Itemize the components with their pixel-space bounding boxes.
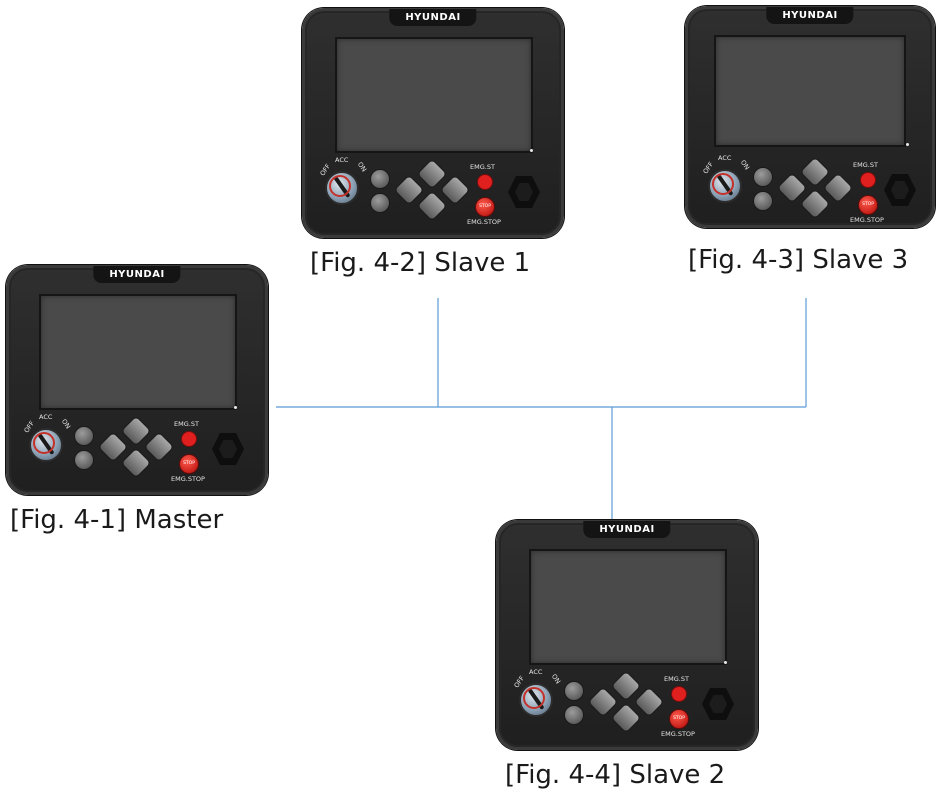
nav-down-button[interactable] bbox=[799, 188, 831, 220]
emg-stop-button[interactable]: STOP bbox=[179, 454, 199, 474]
emg-st-label: EMG.ST bbox=[853, 161, 878, 169]
emg-st-indicator bbox=[671, 686, 687, 702]
emg-stop-button-text: STOP bbox=[479, 204, 491, 209]
key-switch-ring bbox=[329, 175, 351, 197]
emg-stop-label: EMG.STOP bbox=[171, 475, 205, 483]
key-acc-label: ACC bbox=[718, 154, 732, 162]
emg-st-indicator bbox=[181, 431, 197, 447]
function-button-lower[interactable] bbox=[753, 191, 773, 211]
nav-right-button[interactable] bbox=[633, 686, 665, 718]
brand-label: HYUNDAI bbox=[583, 521, 671, 538]
key-switch-ring bbox=[712, 173, 734, 195]
slave3-controller-panel: HYUNDAI OFF ACC ON EMG.ST STOP EMG.STOP bbox=[685, 6, 935, 228]
function-button-upper[interactable] bbox=[370, 169, 390, 189]
master-caption: [Fig. 4-1] Master bbox=[10, 505, 224, 535]
slave2-caption: [Fig. 4-4] Slave 2 bbox=[505, 760, 726, 790]
status-led bbox=[906, 143, 909, 146]
function-button-lower[interactable] bbox=[74, 450, 94, 470]
brand-label: HYUNDAI bbox=[93, 266, 181, 283]
key-acc-label: ACC bbox=[335, 156, 349, 164]
status-led bbox=[234, 406, 237, 409]
connector-port bbox=[508, 176, 540, 208]
emg-stop-button[interactable]: STOP bbox=[475, 197, 495, 217]
nav-right-button[interactable] bbox=[822, 172, 854, 204]
emg-stop-button[interactable]: STOP bbox=[669, 709, 689, 729]
key-on-label: ON bbox=[549, 672, 563, 686]
function-button-upper[interactable] bbox=[564, 681, 584, 701]
key-on-label: ON bbox=[355, 160, 369, 174]
emg-stop-label: EMG.STOP bbox=[850, 216, 884, 224]
emg-st-label: EMG.ST bbox=[470, 163, 495, 171]
display-screen bbox=[335, 37, 533, 153]
key-acc-label: ACC bbox=[529, 668, 543, 676]
key-on-label: ON bbox=[738, 158, 752, 172]
status-led bbox=[724, 661, 727, 664]
slave1-controller-panel: HYUNDAI OFF ACC ON EMG.ST STOP EMG.STOP bbox=[302, 8, 564, 238]
function-button-lower[interactable] bbox=[370, 193, 390, 213]
display-screen bbox=[714, 35, 906, 147]
nav-down-button[interactable] bbox=[416, 190, 448, 222]
brand-label: HYUNDAI bbox=[766, 7, 854, 24]
nav-down-button[interactable] bbox=[120, 447, 152, 479]
status-led bbox=[530, 149, 533, 152]
key-switch-ring bbox=[33, 432, 55, 454]
emg-stop-label: EMG.STOP bbox=[661, 730, 695, 738]
function-button-upper[interactable] bbox=[74, 426, 94, 446]
emg-st-indicator bbox=[477, 174, 493, 190]
slave1-caption: [Fig. 4-2] Slave 1 bbox=[310, 248, 531, 278]
emg-stop-label: EMG.STOP bbox=[467, 218, 501, 226]
key-acc-label: ACC bbox=[39, 413, 53, 421]
key-on-label: ON bbox=[59, 417, 73, 431]
display-screen bbox=[39, 294, 237, 410]
connector-port bbox=[702, 688, 734, 720]
slave3-caption: [Fig. 4-3] Slave 3 bbox=[688, 245, 909, 275]
function-button-lower[interactable] bbox=[564, 705, 584, 725]
function-button-upper[interactable] bbox=[753, 167, 773, 187]
key-switch-ring bbox=[523, 687, 545, 709]
connector-port bbox=[884, 174, 916, 206]
emg-st-indicator bbox=[860, 172, 876, 188]
emg-stop-button-text: STOP bbox=[673, 716, 685, 721]
brand-label: HYUNDAI bbox=[389, 9, 477, 26]
emg-st-label: EMG.ST bbox=[664, 675, 689, 683]
emg-stop-button-text: STOP bbox=[862, 202, 874, 207]
emg-stop-button-text: STOP bbox=[183, 461, 195, 466]
slave2-controller-panel: HYUNDAI OFF ACC ON EMG.ST STOP EMG.STOP bbox=[496, 520, 758, 750]
nav-right-button[interactable] bbox=[143, 431, 175, 463]
emg-stop-button[interactable]: STOP bbox=[858, 195, 878, 215]
nav-right-button[interactable] bbox=[439, 174, 471, 206]
master-controller-panel: HYUNDAI OFF ACC ON EMG.ST STOP EMG.STOP bbox=[6, 265, 268, 495]
nav-down-button[interactable] bbox=[610, 702, 642, 734]
connector-port bbox=[212, 433, 244, 465]
emg-st-label: EMG.ST bbox=[174, 420, 199, 428]
display-screen bbox=[529, 549, 727, 665]
